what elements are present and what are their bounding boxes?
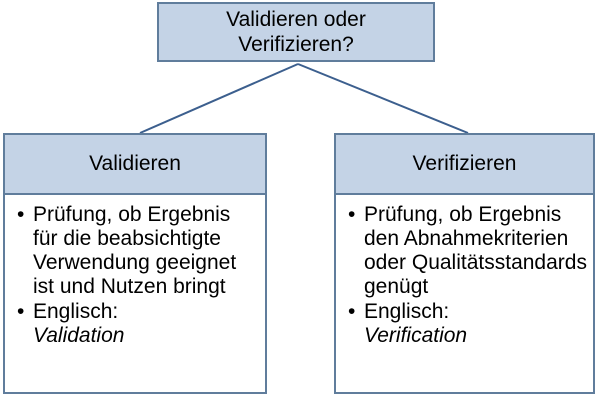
validieren-box: Validieren • Prüfung, ob Ergebnis für di… xyxy=(3,133,267,394)
list-item: • Prüfung, ob Ergebnis für die beabsicht… xyxy=(17,203,263,299)
connector-left-line xyxy=(139,63,299,134)
bullet-text-line: Englisch: xyxy=(364,300,450,323)
verifizieren-body: • Prüfung, ob Ergebnis den Abnahmekriter… xyxy=(336,195,593,348)
bullet-text-line: Prüfung, ob Ergebnis xyxy=(33,203,231,226)
bullet-text-line: Englisch: xyxy=(33,300,119,323)
english-term: Validation xyxy=(33,324,125,347)
english-term: Verification xyxy=(364,324,468,347)
validieren-body: • Prüfung, ob Ergebnis für die beabsicht… xyxy=(5,195,265,348)
list-item: • Englisch: Verification xyxy=(348,300,591,348)
bullet-marker: • xyxy=(17,203,25,226)
verifizieren-header: Verifizieren xyxy=(336,135,593,195)
bullet-text-line: ist und Nutzen bringt xyxy=(33,275,226,298)
validieren-header: Validieren xyxy=(5,135,265,195)
list-item: • Englisch: Validation xyxy=(17,300,263,348)
bullet-text-line: genügt xyxy=(364,275,429,298)
bullet-text-line: den Abnahmekriterien xyxy=(364,227,569,250)
bullet-marker: • xyxy=(17,300,25,323)
verifizieren-box: Verifizieren • Prüfung, ob Ergebnis den … xyxy=(334,133,595,394)
bullet-text: Englisch: Validation xyxy=(33,300,124,348)
bullet-text: Englisch: Verification xyxy=(364,300,467,348)
bullet-marker: • xyxy=(348,300,356,323)
bullet-marker: • xyxy=(348,203,356,226)
bullet-text-line: oder Qualitätsstandards xyxy=(364,251,587,274)
bullet-text-line: für die beabsichtigte xyxy=(33,227,221,250)
connector-lines xyxy=(139,63,469,134)
bullet-text: Prüfung, ob Ergebnis für die beabsichtig… xyxy=(33,203,236,299)
bullet-text-line: Prüfung, ob Ergebnis xyxy=(364,203,562,226)
decision-box: Validieren oder Verifizieren? xyxy=(157,2,435,62)
decision-box-title-line2: Verifizieren? xyxy=(238,33,354,56)
bullet-text-line: Verwendung geeignet xyxy=(33,251,237,274)
decision-box-title-line1: Validieren oder xyxy=(226,8,366,31)
connector-right-line xyxy=(297,63,469,134)
list-item: • Prüfung, ob Ergebnis den Abnahmekriter… xyxy=(348,203,591,299)
bullet-text: Prüfung, ob Ergebnis den Abnahmekriterie… xyxy=(364,203,587,299)
